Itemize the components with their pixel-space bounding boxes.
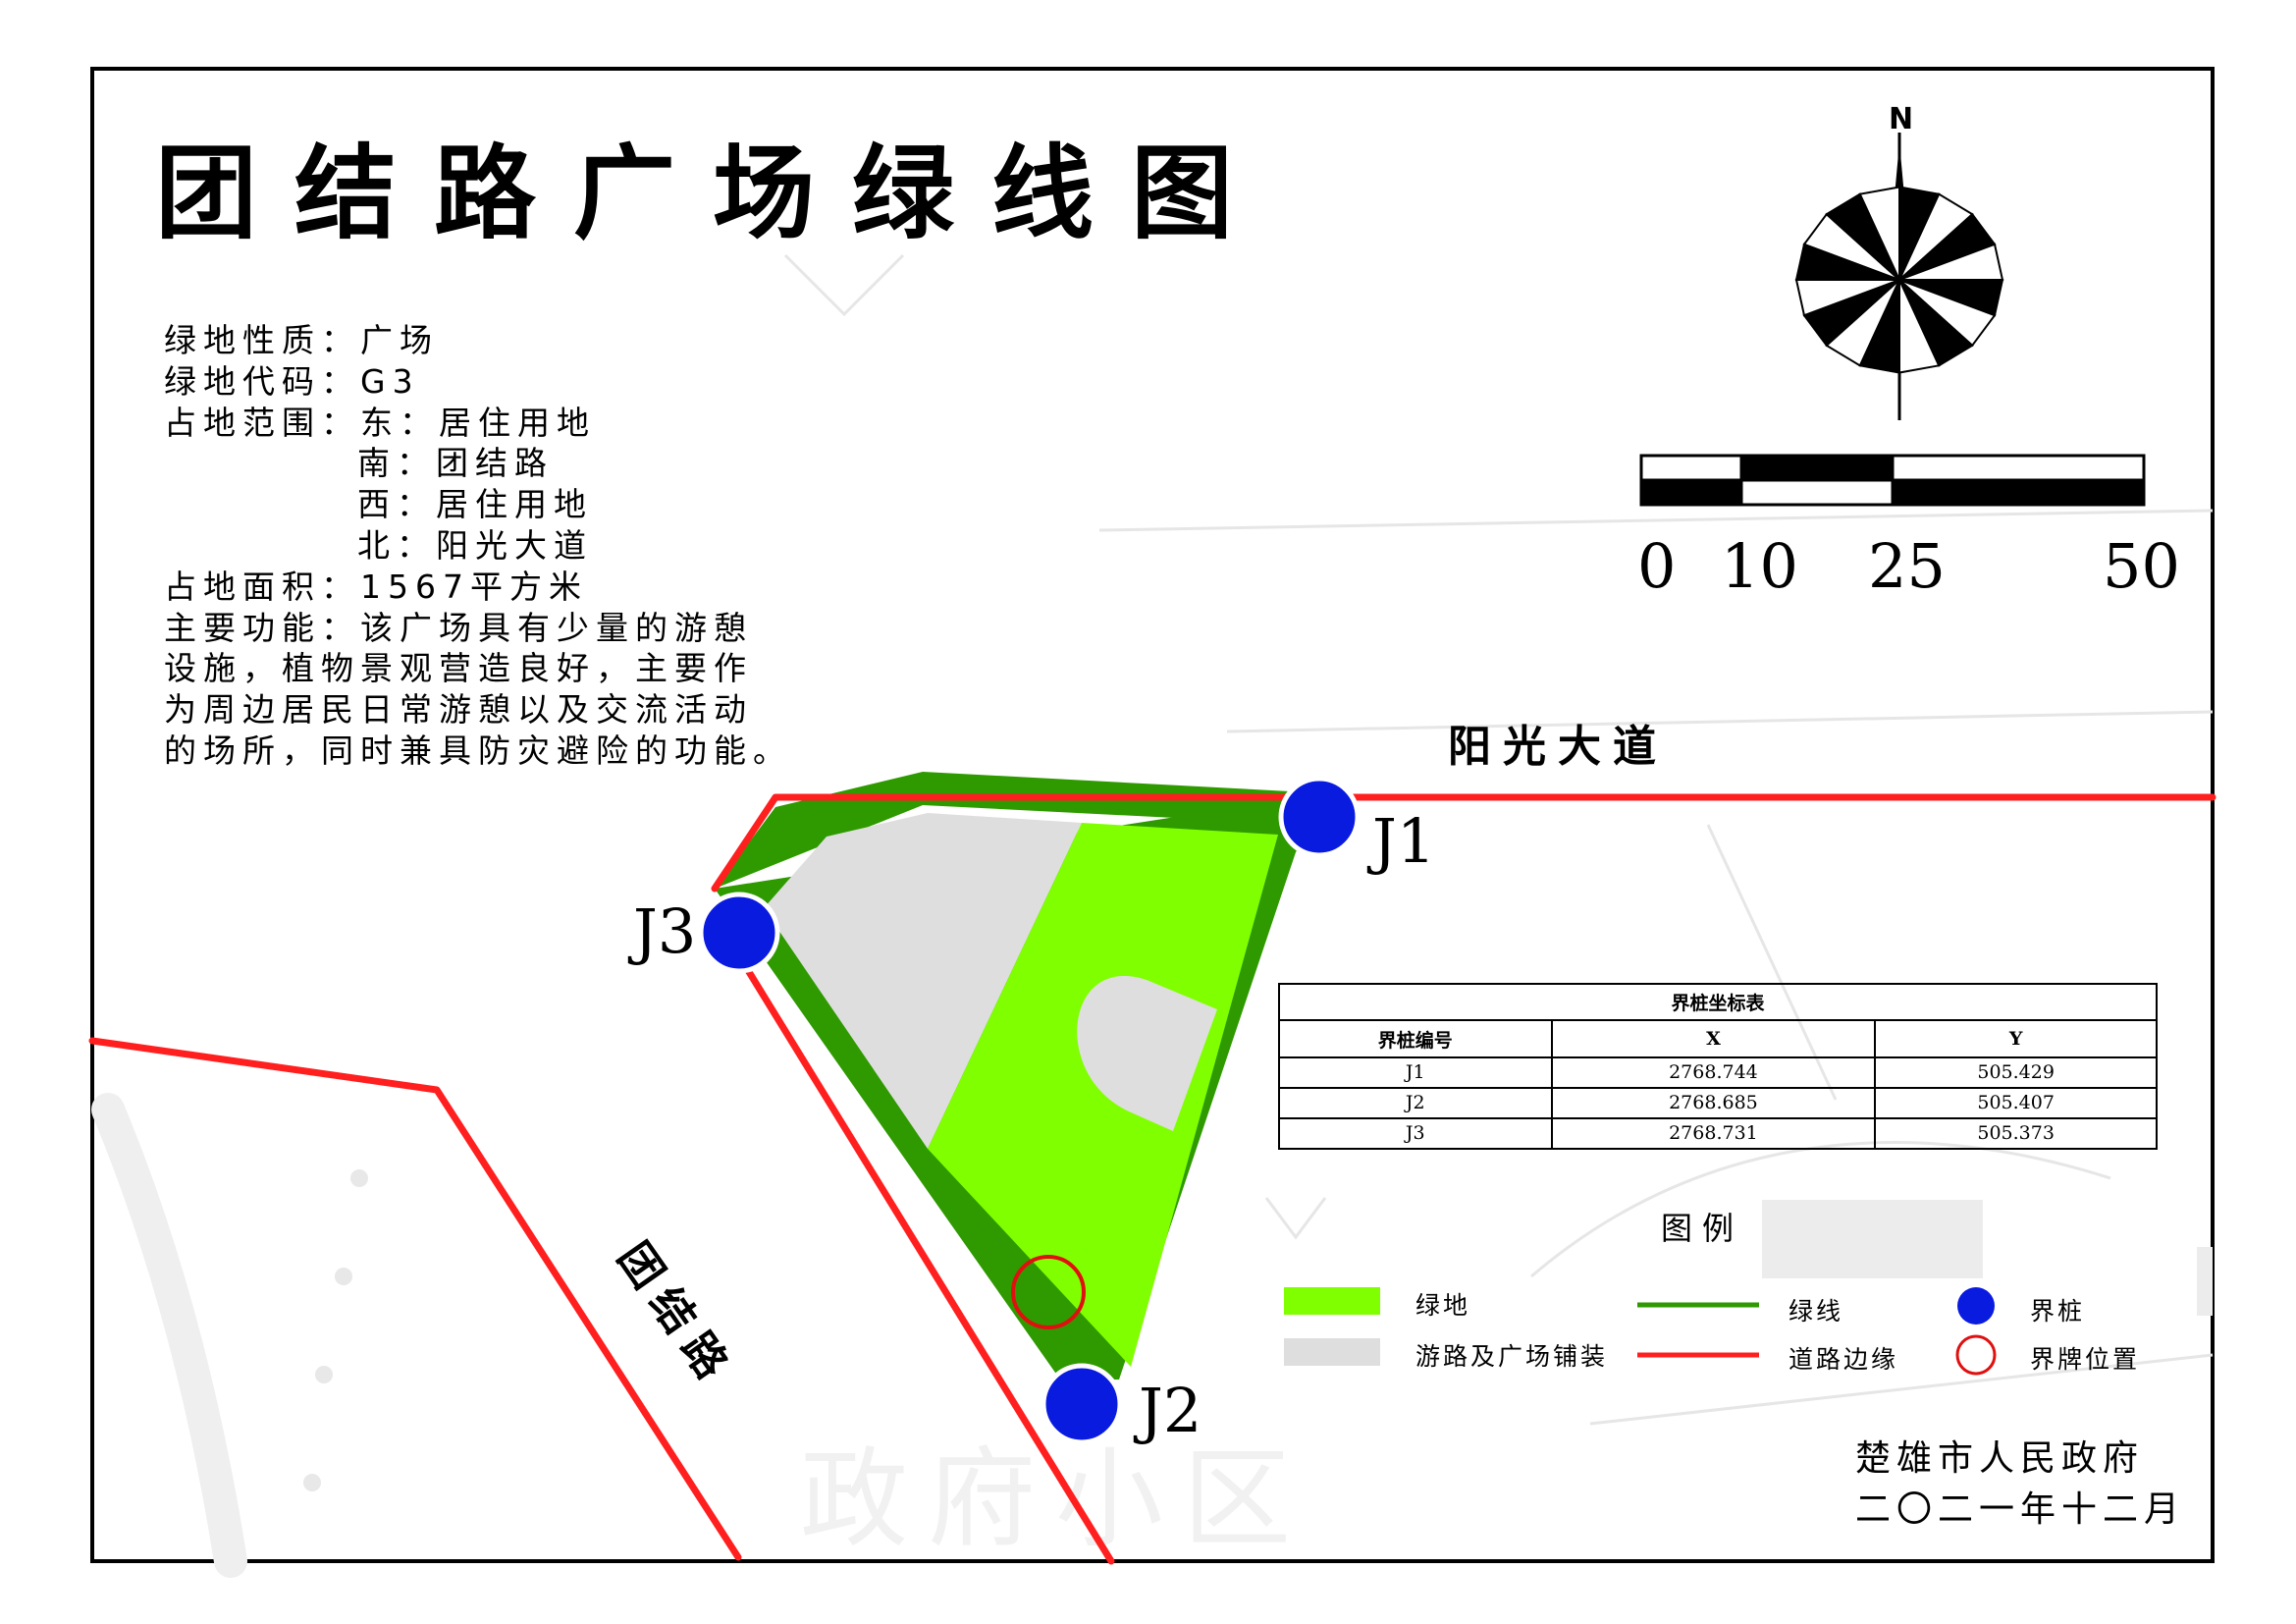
info-boundary-south: 南：团结路	[357, 444, 554, 483]
map-title: 团结路广场绿线图	[155, 134, 1271, 253]
info-function-line-3: 为周边居民日常游憩以及交流活动	[164, 690, 753, 730]
compass-rose-icon	[1794, 133, 2004, 420]
legend-swatches	[1284, 1287, 1997, 1376]
paving-area	[764, 813, 1082, 1149]
table-row: J3 2768.731 505.373	[1278, 1116, 2158, 1151]
info-function-line-4: 的场所，同时兼具防灾避险的功能。	[164, 731, 792, 770]
footer-organization: 楚雄市人民政府	[1855, 1438, 2145, 1479]
sign-position-icon	[1011, 1255, 1086, 1329]
coord-cell: 505.407	[1874, 1086, 2158, 1119]
info-block: 绿地性质：广场 绿地代码：G3 占地范围：东：居住用地 南：团结路 西：居住用地…	[164, 320, 792, 772]
scale-label-0: 0	[1637, 530, 1677, 602]
watermark-text: 政府小区	[800, 1436, 1310, 1562]
coord-cell: 505.373	[1874, 1116, 2158, 1151]
coord-cell: 2768.731	[1550, 1116, 1877, 1151]
legend-title: 图例	[1661, 1210, 1744, 1247]
base-map-dots	[303, 1169, 368, 1491]
legend-road-edge-label: 道路边缘	[1789, 1345, 1899, 1374]
info-function-line-1: 主要功能：该广场具有少量的游憩	[164, 608, 753, 647]
legend-green-line-label: 绿线	[1789, 1297, 1844, 1326]
scale-label-10: 10	[1721, 530, 1798, 602]
base-map-lines	[783, 253, 2214, 1426]
base-map-gray-blocks	[1762, 1200, 2213, 1316]
paving-semicircle	[1077, 975, 1217, 1131]
legend-paving-swatch	[1284, 1338, 1380, 1366]
info-boundary-east: 占地范围：东：居住用地	[164, 403, 596, 442]
stake-j2-icon	[1041, 1363, 1123, 1445]
footer-date: 二〇二一年十二月	[1855, 1489, 2186, 1530]
coord-cell: J1	[1278, 1056, 1553, 1089]
road-edge-east	[742, 963, 1115, 1565]
coord-table-title: 界桩坐标表	[1278, 982, 2158, 1022]
coord-cell: 2768.744	[1550, 1056, 1877, 1089]
legend-paving-label: 游路及广场铺装	[1415, 1342, 1609, 1371]
coord-header-y: Y	[1874, 1019, 2158, 1058]
road-edges	[88, 793, 2216, 1565]
scale-label-25: 25	[1868, 530, 1946, 602]
stake-label-j3: J3	[633, 895, 697, 967]
info-property: 绿地性质：广场	[164, 321, 439, 359]
legend-sign-icon	[1955, 1334, 1997, 1376]
coord-cell: J3	[1278, 1116, 1553, 1151]
green-area	[928, 823, 1278, 1367]
boundary-stakes	[698, 776, 1361, 1445]
info-boundary-north: 北：阳光大道	[357, 525, 593, 565]
scale-bar	[1639, 454, 2146, 507]
road-edge-north	[711, 793, 2216, 893]
green-line-band-north	[715, 772, 1327, 889]
table-row: J1 2768.744 505.429	[1278, 1056, 2158, 1089]
stake-label-j1: J1	[1372, 805, 1436, 877]
base-map-gray-path	[91, 1093, 247, 1578]
legend-stake-label: 界桩	[2030, 1297, 2086, 1326]
coord-cell: 2768.685	[1550, 1086, 1877, 1119]
stake-j1-icon	[1278, 776, 1361, 858]
coord-header-x: X	[1550, 1019, 1877, 1058]
info-function-line-2: 设施，植物景观营造良好，主要作	[164, 649, 753, 688]
legend-sign-label: 界牌位置	[2030, 1345, 2141, 1374]
coord-cell: J2	[1278, 1086, 1553, 1119]
footer-block: 楚雄市人民政府 二〇二一年十二月	[1855, 1434, 2185, 1536]
road-label-north: 阳光大道	[1448, 722, 1668, 772]
legend-green-area-label: 绿地	[1415, 1291, 1471, 1320]
table-row: J2 2768.685 505.407	[1278, 1086, 2158, 1119]
stake-j3-icon	[698, 892, 780, 974]
info-boundary-west: 西：居住用地	[357, 485, 593, 524]
coord-cell: 505.429	[1874, 1056, 2158, 1089]
stake-coordinate-table: 界桩坐标表 界桩编号 X Y J1 2768.744 505.429 J2 27…	[1278, 982, 2158, 1151]
scale-label-50: 50	[2103, 530, 2180, 602]
legend-green-area-swatch	[1284, 1287, 1380, 1315]
compass-wedge	[1858, 186, 1900, 281]
road-edge-west	[88, 1037, 742, 1561]
legend-stake-icon	[1957, 1287, 1995, 1325]
info-area: 占地面积：1567平方米	[164, 567, 588, 606]
stake-label-j2: J2	[1139, 1375, 1202, 1446]
coord-header-id: 界桩编号	[1278, 1019, 1553, 1058]
info-code: 绿地代码：G3	[164, 361, 420, 401]
compass-north-label: N	[1889, 102, 1914, 136]
